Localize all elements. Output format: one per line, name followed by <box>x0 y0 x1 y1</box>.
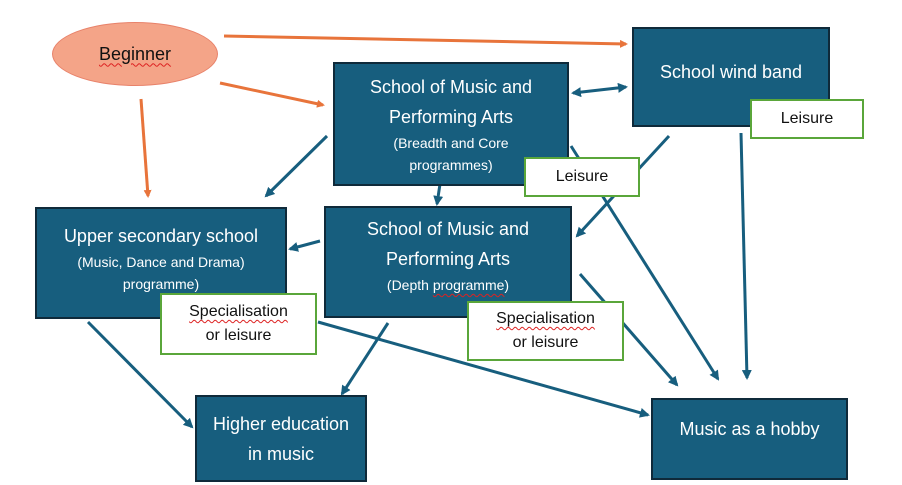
node-school-wind-band-label: School wind band <box>659 62 803 82</box>
arrow-upper-secondary-to-higher-ed <box>86 320 194 429</box>
arrow-smpa-breadth-to-smpa-depth <box>433 183 444 206</box>
tag-spec-depth-line2: or leisure <box>512 334 579 351</box>
arrow-beginner-to-upper-secondary <box>139 98 152 198</box>
node-higher-ed-line2: in music <box>247 443 314 464</box>
tag-specialisation-upper-secondary: Specialisation or leisure <box>160 293 317 355</box>
node-beginner: Beginner <box>52 22 218 86</box>
tag-spec-upper-line2: or leisure <box>205 327 272 344</box>
tag-leisure-wind-band-label: Leisure <box>780 110 834 127</box>
node-smpa-depth-line2: Performing Arts <box>385 249 511 269</box>
tag-specialisation-depth: Specialisation or leisure <box>467 301 624 361</box>
tag-spec-depth-line1: Specialisation <box>496 310 595 327</box>
arrow-beginner-to-wind-band <box>223 34 628 48</box>
node-smpa-depth: School of Music and Performing Arts (Dep… <box>324 206 572 318</box>
node-smpa-depth-line3: (Depth programme) <box>386 277 510 293</box>
node-smpa-breadth-line3: (Breadth and Core <box>393 135 509 151</box>
node-beginner-label: Beginner <box>98 43 172 64</box>
node-upper-secondary-line2: (Music, Dance and Drama) <box>77 254 245 270</box>
tag-spec-upper-line1: Specialisation <box>189 303 288 320</box>
arrow-smpa-breadth-to-upper-secondary <box>264 134 329 198</box>
arrow-wind-band-to-hobby <box>739 132 752 380</box>
node-upper-secondary-line1: Upper secondary school <box>63 226 259 246</box>
node-smpa-breadth-line1: School of Music and <box>369 77 533 97</box>
arrow-smpa-depth-to-upper-secondary <box>288 239 321 252</box>
node-upper-secondary-line3: programme) <box>122 276 200 292</box>
node-music-hobby-label: Music as a hobby <box>679 419 820 439</box>
arrow-beginner-to-smpa-breadth <box>219 81 325 108</box>
tag-leisure-breadth: Leisure <box>524 157 640 197</box>
tag-leisure-wind-band: Leisure <box>750 99 864 139</box>
node-smpa-breadth-line4: programmes) <box>409 157 493 173</box>
node-music-as-hobby: Music as a hobby <box>651 398 848 480</box>
tag-leisure-breadth-label: Leisure <box>555 168 609 185</box>
node-higher-ed-line1: Higher education <box>212 413 350 434</box>
arrow-smpa-breadth-wind-band <box>571 82 628 98</box>
arrow-smpa-depth-to-hobby <box>578 273 679 387</box>
arrow-upper-secondary-to-hobby <box>317 320 650 418</box>
node-smpa-depth-line1: School of Music and <box>366 219 530 239</box>
node-smpa-breadth-line2: Performing Arts <box>388 107 514 127</box>
arrow-smpa-depth-to-higher-ed <box>340 322 390 396</box>
node-higher-education: Higher education in music <box>195 395 367 482</box>
